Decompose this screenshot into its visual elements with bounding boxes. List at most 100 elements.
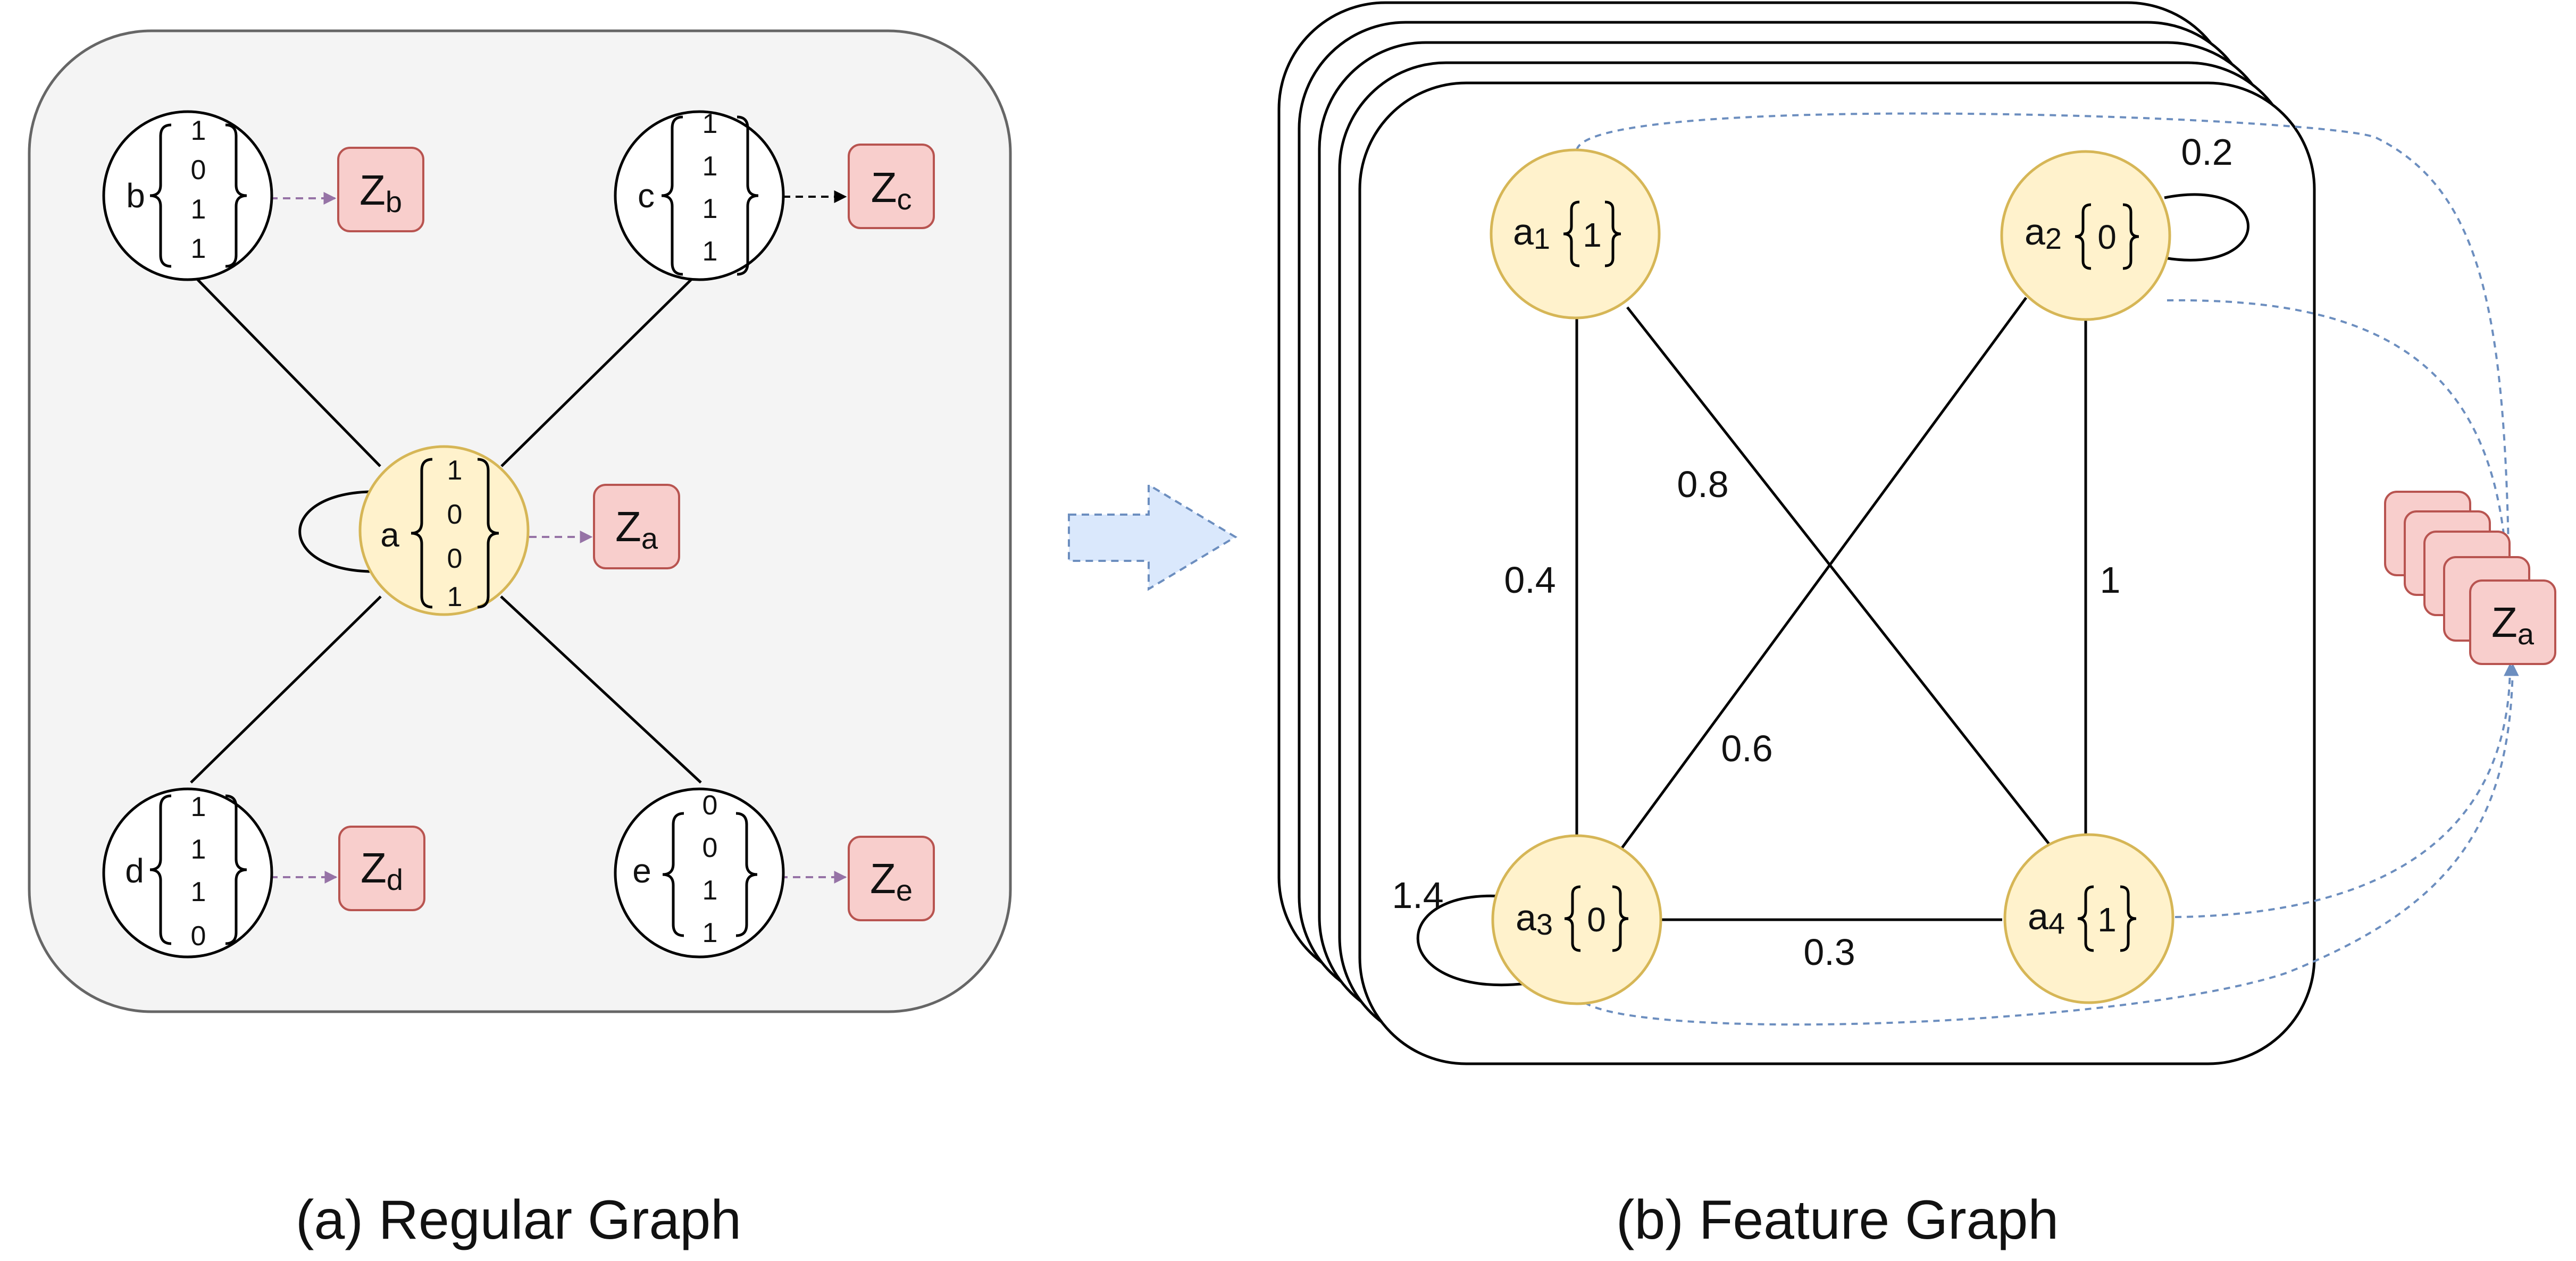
node-a2: a2 0 (2000, 150, 2171, 321)
node-d-brace-left (149, 794, 172, 945)
node-a4: a4 1 (2003, 833, 2174, 1004)
node-e-value-1: 0 (702, 790, 718, 821)
node-d: d 1 1 1 0 (102, 787, 273, 959)
edge-a-d (190, 595, 382, 784)
output-za: Za (593, 484, 680, 569)
node-a-brace-right (477, 458, 499, 609)
node-a3-sub: 3 (1536, 907, 1553, 941)
node-a3-value: 0 (1587, 901, 1606, 939)
output-zd-sub: d (387, 863, 403, 896)
svg-text:Zc: Zc (871, 164, 912, 216)
node-d-value-3: 1 (191, 877, 206, 907)
arrow-a3-za (1584, 663, 2519, 1026)
node-c-value-4: 1 (702, 236, 718, 267)
weight-a3-self: 1.4 (1392, 875, 1443, 916)
node-a2-sub: 2 (2045, 222, 2062, 255)
node-b-brace-right (225, 123, 247, 268)
output-ze-main: Z (870, 855, 896, 902)
node-a-value-4: 1 (447, 582, 463, 612)
node-e: e 0 0 1 1 (614, 787, 785, 959)
node-a4-main: a (2028, 896, 2048, 937)
regular-graph-caption: (a) Regular Graph (296, 1189, 741, 1251)
node-d-brace-right (225, 794, 247, 945)
self-loop-a (298, 490, 370, 573)
self-loop-a2 (2164, 193, 2249, 262)
output-za-b-sub: a (2518, 617, 2535, 651)
output-zc-main: Z (871, 164, 897, 211)
weight-a1-a4: 0.8 (1677, 464, 1728, 505)
weight-a2-a3: 0.6 (1721, 728, 1772, 769)
node-a4-brace-right (2120, 885, 2137, 952)
svg-text:a2: a2 (2025, 211, 2062, 255)
node-a2-brace-right (2122, 203, 2139, 270)
node-a2-brace-left (2075, 203, 2092, 270)
edge-a-c (500, 269, 702, 467)
weight-a1-a3: 0.4 (1504, 559, 1555, 601)
node-a-value-3: 0 (447, 543, 463, 574)
feature-graph: a1 1 a2 0 a3 0 a4 1 (1277, 1, 2556, 1251)
edge-a-e (500, 595, 702, 784)
node-a1-value: 1 (1583, 216, 1602, 254)
node-a1-sub: 1 (1534, 222, 1550, 255)
edge-a1-a4 (1626, 306, 2051, 846)
node-a1: a1 1 (1490, 148, 1661, 320)
node-b-brace-left (149, 123, 172, 268)
weight-a3-a4: 0.3 (1803, 931, 1855, 973)
regular-graph: b 1 0 1 1 c 1 1 1 1 a 1 0 0 (28, 29, 1012, 1251)
output-zb-sub: b (386, 185, 402, 218)
node-c-value-3: 1 (702, 194, 718, 224)
node-c: c 1 1 1 1 (614, 108, 785, 281)
svg-text:Zd: Zd (361, 844, 403, 896)
node-e-value-2: 0 (702, 833, 718, 863)
output-za-main: Z (615, 503, 641, 550)
node-a-value-2: 0 (447, 499, 463, 530)
svg-text:a3: a3 (1516, 897, 1553, 941)
node-a3-brace-right (1612, 885, 1629, 952)
svg-text:Ze: Ze (870, 855, 913, 907)
node-e-brace-left (662, 812, 684, 937)
arrow-a4-za (2174, 663, 2516, 918)
svg-text:Zb: Zb (359, 166, 402, 218)
node-c-brace-right (737, 115, 759, 276)
output-ze-sub: e (896, 873, 913, 907)
node-e-value-4: 1 (702, 918, 718, 948)
svg-text:a4: a4 (2028, 896, 2065, 940)
node-a-value-1: 1 (447, 455, 463, 486)
node-a: a 1 0 0 1 (358, 445, 530, 616)
node-d-value-1: 1 (191, 792, 206, 822)
output-za-b-main: Z (2491, 599, 2518, 646)
node-a3-main: a (1516, 897, 1536, 938)
node-a2-main: a (2025, 211, 2045, 253)
node-a4-brace-left (2077, 885, 2094, 952)
node-c-brace-left (661, 115, 683, 276)
node-b-value-1: 1 (191, 115, 206, 146)
output-za-stack: Za (2384, 491, 2556, 665)
edge-a2-a3 (1620, 297, 2028, 849)
arrow-a2-za (2167, 299, 2514, 582)
output-zc: Zc (848, 144, 935, 229)
arrow-a1-za (1576, 112, 2515, 582)
node-b-label: b (126, 176, 145, 215)
svg-text:Za: Za (2491, 599, 2535, 651)
node-c-label: c (638, 176, 655, 215)
node-a1-main: a (1513, 211, 1534, 253)
node-b-value-3: 1 (191, 194, 206, 225)
node-b: b 1 0 1 1 (102, 110, 273, 281)
node-d-label: d (125, 852, 144, 890)
weight-a2-self: 0.2 (2181, 131, 2232, 173)
node-e-value-3: 1 (702, 875, 718, 906)
node-b-value-2: 0 (191, 155, 206, 186)
node-a3-brace-left (1564, 885, 1581, 952)
node-c-value-2: 1 (702, 151, 718, 182)
node-e-brace-right (735, 812, 758, 937)
transition-arrow (1068, 483, 1237, 591)
output-zb: Zb (337, 147, 424, 232)
node-a2-value: 0 (2097, 218, 2117, 256)
svg-text:Za: Za (615, 503, 658, 555)
edge-a-b (187, 269, 381, 467)
output-zd: Zd (338, 826, 425, 911)
node-a4-sub: 4 (2048, 906, 2065, 940)
node-a4-value: 1 (2097, 901, 2117, 939)
node-a1-brace-right (1604, 200, 1621, 267)
